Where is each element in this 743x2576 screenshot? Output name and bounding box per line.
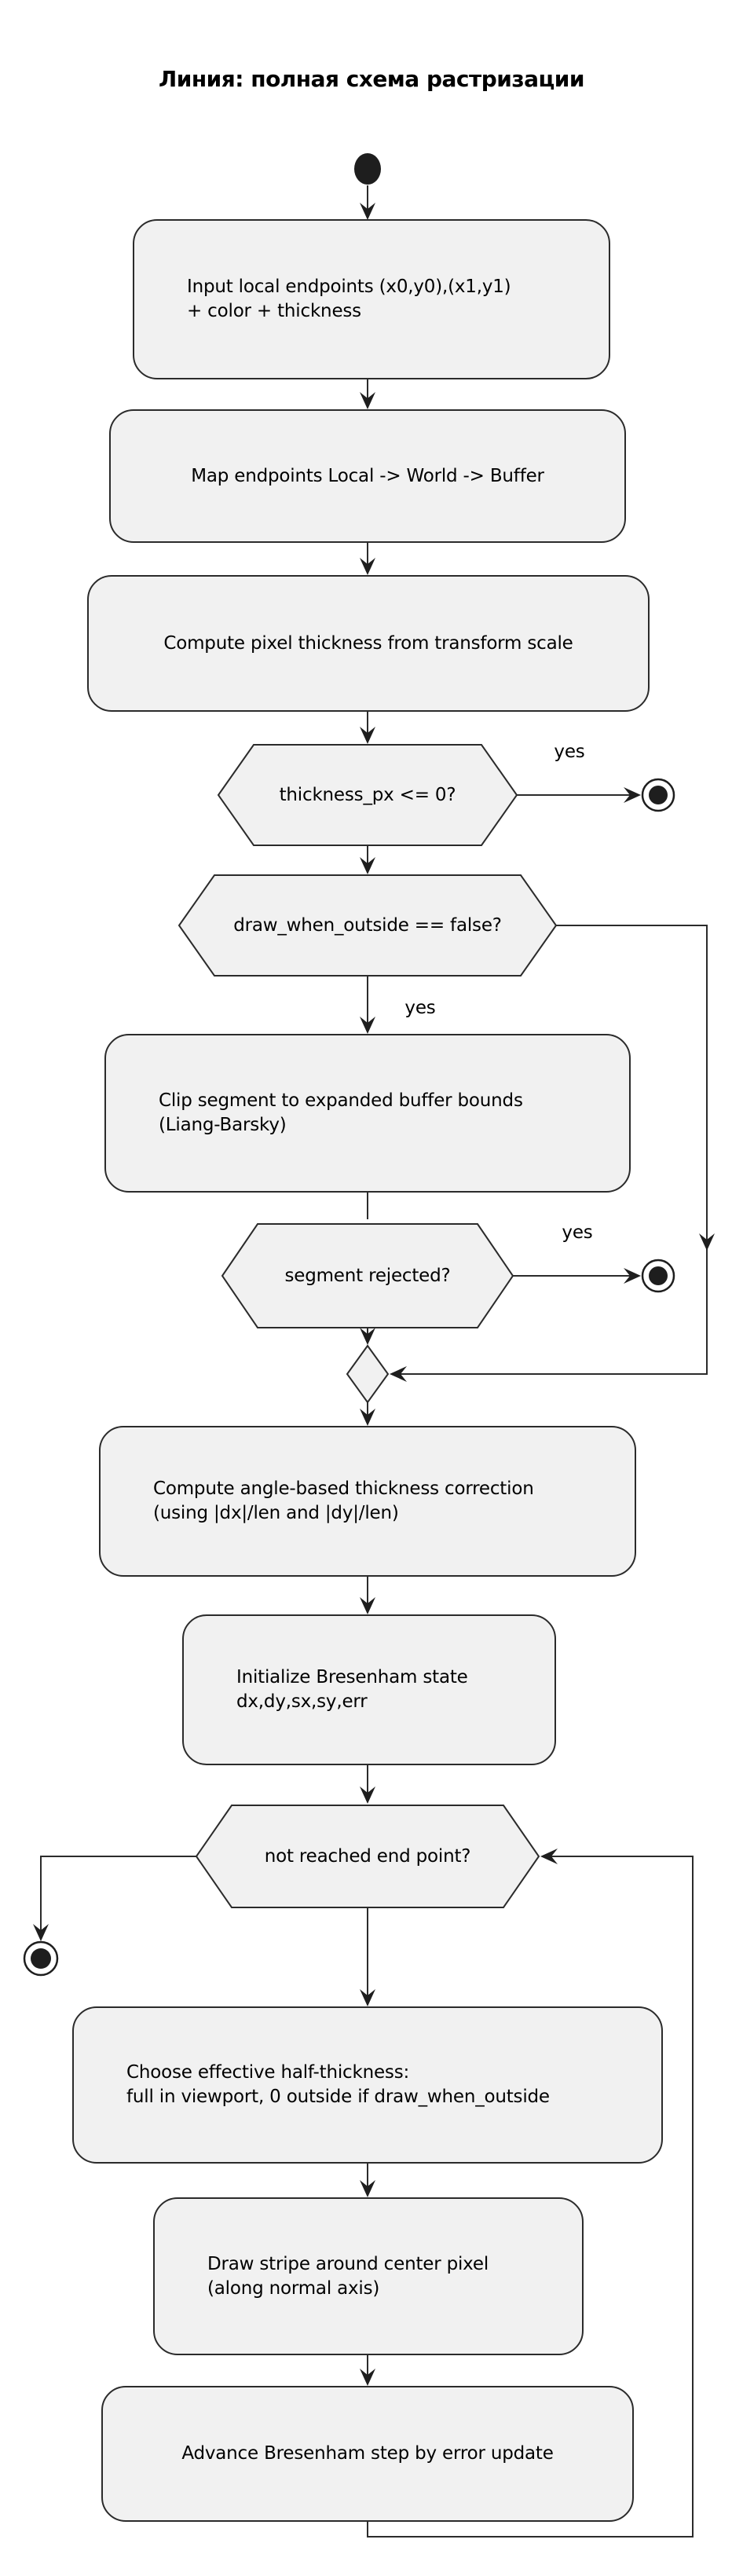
merge-diamond — [346, 1344, 390, 1404]
decision-thickness-check — [217, 744, 518, 846]
edge-loop-exit-to-end — [40, 1856, 196, 1937]
activity-draw-stripe-box — [153, 2197, 584, 2355]
decision-loop-check — [195, 1805, 540, 1908]
edge-label-rejected-yes: yes — [562, 1222, 593, 1243]
decision-rejected-check-label: segment rejected? — [284, 1265, 451, 1286]
decision-thickness-check-label: thickness_px <= 0? — [279, 784, 456, 805]
arrowhead-down-icon — [360, 2180, 375, 2197]
decision-loop-check-label: not reached end point? — [264, 1845, 471, 1867]
activity-choose-half-thickness-box — [72, 2006, 663, 2164]
arrowhead-down-icon — [360, 392, 375, 409]
decision-outside-check — [178, 874, 558, 977]
activity-advance-step-label: Advance Bresenham step by error update — [181, 2443, 554, 2464]
arrowhead-down-icon — [360, 1597, 375, 1614]
decision-outside-check-label: draw_when_outside == false? — [233, 914, 502, 936]
edge-advance-loopback — [367, 1856, 694, 2538]
activity-choose-half-thickness-label: Choose effective half-thickness: full in… — [126, 2062, 550, 2107]
arrowhead-down-icon — [360, 203, 375, 220]
edge-outside-check-no-bypass — [393, 925, 708, 1375]
start-node — [354, 153, 381, 185]
arrowhead-down-icon — [360, 558, 375, 575]
diagram-title: Линия: полная схема растризации — [158, 66, 585, 92]
arrowhead-down-icon — [360, 1989, 375, 2006]
arrowhead-down-icon — [360, 1017, 375, 1034]
decision-rejected-check — [221, 1223, 514, 1328]
activity-clip-box — [104, 1034, 631, 1193]
activity-angle-correction-box — [99, 1426, 636, 1577]
activity-compute-thickness-box — [87, 575, 650, 712]
arrowhead-left-icon — [540, 1849, 558, 1864]
activity-map-box — [109, 409, 626, 543]
end-node-loop-exit-core — [31, 1948, 51, 1969]
end-node-thickness-core — [649, 786, 668, 804]
end-node-rejected-core — [649, 1266, 668, 1285]
arrowhead-down-icon — [360, 1328, 375, 1345]
activity-init-bresenham-box — [182, 1614, 556, 1765]
activity-advance-step-box — [101, 2386, 634, 2522]
arrowhead-down-icon — [699, 1233, 715, 1251]
activity-draw-stripe-label: Draw stripe around center pixel (along n… — [207, 2253, 489, 2299]
activity-angle-correction-label: Compute angle-based thickness correction… — [153, 1479, 534, 1523]
activity-input-label: Input local endpoints (x0,y0),(x1,y1) + … — [187, 277, 511, 321]
edge-label-thickness-yes: yes — [554, 742, 585, 762]
activity-init-bresenham-label: Initialize Bresenham state dx,dy,sx,sy,e… — [236, 1667, 468, 1712]
activity-map-label: Map endpoints Local -> World -> Buffer — [191, 465, 544, 486]
activity-input-box — [133, 219, 610, 379]
arrowhead-left-icon — [390, 1366, 407, 1382]
activity-compute-thickness-label: Compute pixel thickness from transform s… — [163, 632, 573, 654]
arrowhead-right-icon — [624, 1268, 641, 1284]
arrowhead-down-icon — [360, 1409, 375, 1426]
arrowhead-down-icon — [33, 1924, 49, 1941]
arrowhead-down-icon — [360, 1786, 375, 1804]
arrowhead-down-icon — [360, 2369, 375, 2386]
arrowhead-down-icon — [360, 727, 375, 744]
activity-clip-label: Clip segment to expanded buffer bounds (… — [159, 1090, 523, 1135]
arrowhead-right-icon — [624, 787, 641, 803]
arrowhead-down-icon — [360, 857, 375, 874]
edge-label-outside-yes: yes — [404, 998, 436, 1018]
